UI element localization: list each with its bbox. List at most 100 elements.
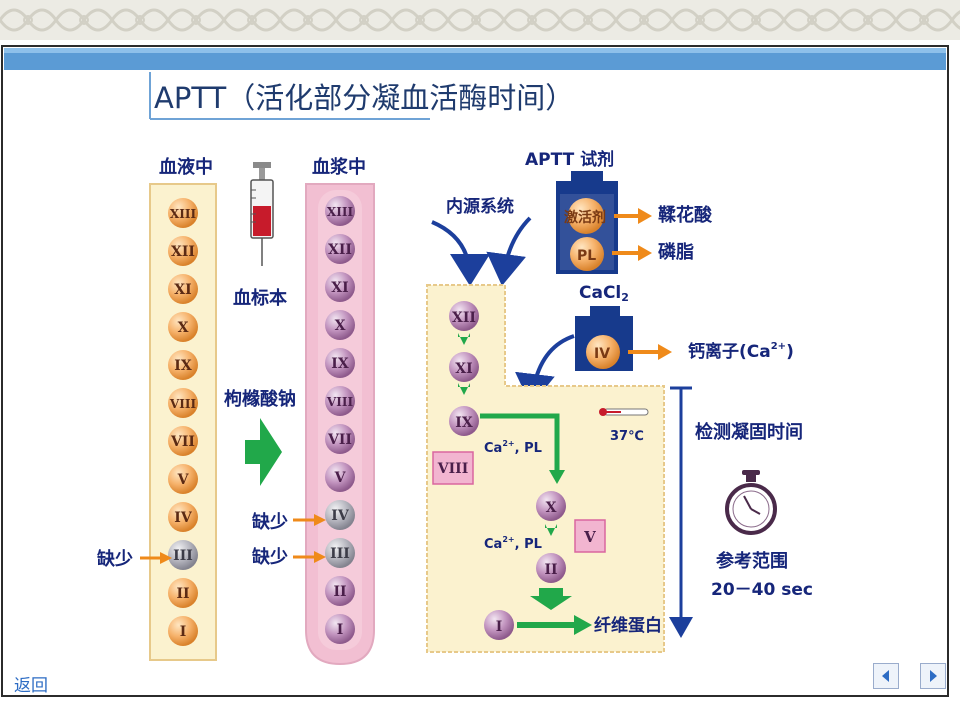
previous-arrow-icon — [882, 670, 889, 682]
activator-arrowhead — [638, 208, 652, 224]
plasma-factor-label: X — [335, 318, 346, 334]
blood-factor-ball — [168, 616, 198, 646]
blood-factor-ball — [168, 464, 198, 494]
header-bar — [4, 48, 946, 70]
blood-factor-ball — [168, 502, 198, 532]
ix-to-x-arrowhead — [549, 470, 565, 484]
factor-viii-box — [432, 451, 474, 485]
factor-xii-label: XII — [452, 310, 476, 326]
intrinsic-arrow-right — [486, 216, 532, 286]
plasma-column-header: 血浆中 — [312, 156, 366, 178]
blood-factor-ball — [168, 426, 198, 456]
plasma-factor-label: I — [337, 622, 344, 638]
plasma-deficient-arrowhead-1 — [314, 514, 326, 526]
iv-ball — [586, 335, 620, 369]
blood-factor-label: XI — [174, 282, 191, 298]
factor-ii-ball — [536, 553, 566, 583]
plasma-factor-ball — [325, 310, 355, 340]
stopwatch-icon — [725, 470, 777, 535]
thermometer-icon — [599, 408, 649, 416]
ii-to-i-arrow — [530, 588, 572, 610]
blood-factor-ball — [168, 236, 198, 266]
blood-factor-label: III — [173, 548, 193, 564]
blood-factor-ball — [168, 198, 198, 228]
plasma-factor-ball — [325, 234, 355, 264]
ellagic-acid-label: 鞣花酸 — [658, 204, 713, 226]
plasma-tube-inner — [318, 190, 362, 650]
process-arrow — [245, 418, 282, 486]
plasma-deficient-label-2: 缺少 — [251, 546, 288, 568]
previous-slide-button[interactable] — [873, 663, 899, 689]
ix-to-x-path — [480, 413, 560, 474]
anticoagulant-label: 枸橼酸钠 — [224, 388, 296, 410]
decorative-border — [0, 0, 960, 40]
plasma-factor-label: III — [330, 546, 350, 562]
blood-factor-ball — [168, 578, 198, 608]
factor-x-ball — [536, 491, 566, 521]
plasma-factor-label: II — [333, 584, 346, 600]
plasma-factor-label: V — [334, 470, 347, 486]
slide-title: APTT（活化部分凝血活酶时间） — [154, 81, 574, 115]
plasma-deficient-arrowhead-2 — [314, 551, 326, 563]
blood-factor-ball — [168, 350, 198, 380]
blood-factor-ball — [168, 540, 198, 570]
plasma-factor-label: XIII — [327, 205, 354, 219]
factor-i-label: I — [496, 619, 503, 635]
factor-xii-ball — [449, 301, 479, 331]
plasma-factor-ball — [325, 614, 355, 644]
factor-i-ball — [484, 610, 514, 640]
factor-ix-ball — [449, 406, 479, 436]
blood-factor-label: VII — [170, 434, 195, 450]
xi-to-ix-arrow — [458, 383, 470, 395]
iv-label: IV — [594, 346, 610, 362]
temperature-label: 37℃ — [610, 429, 644, 444]
ca-pl-label-1: Ca2+, PL — [484, 439, 542, 456]
pl-arrowhead — [638, 245, 652, 261]
plasma-factor-label: IX — [331, 356, 349, 372]
plasma-factor-ball — [325, 196, 355, 226]
blood-factor-ball — [168, 274, 198, 304]
plasma-deficient-label-1: 缺少 — [251, 511, 288, 533]
ca-pl-label-2: Ca2+, PL — [484, 535, 542, 552]
factor-v-box — [574, 519, 606, 553]
next-arrow-icon — [930, 670, 937, 682]
next-slide-button[interactable] — [920, 663, 946, 689]
plasma-factor-ball — [325, 424, 355, 454]
activator-ball — [568, 198, 604, 234]
i-to-fibrin-arrowhead — [574, 615, 592, 635]
blood-factor-label: V — [177, 472, 190, 488]
plasma-factor-ball — [325, 576, 355, 606]
reaction-panel — [426, 284, 665, 653]
phospholipid-label: 磷脂 — [658, 241, 694, 263]
blood-factor-label: XII — [171, 244, 195, 260]
factor-ii-label: II — [544, 562, 557, 578]
factor-ix-label: IX — [455, 415, 473, 431]
activator-label: 激活剂 — [564, 209, 606, 226]
aptt-reagent-title: APTT 试剂 — [525, 149, 614, 170]
plasma-factor-ball — [325, 386, 355, 416]
calcium-ion-label: 钙离子(Ca2+) — [688, 341, 794, 362]
back-link[interactable]: 返回 — [14, 676, 48, 696]
plasma-factor-ball — [325, 272, 355, 302]
plasma-factor-ball — [325, 462, 355, 492]
cacl2-label: CaCl2 — [579, 283, 629, 304]
blood-factor-label: XIII — [170, 207, 197, 221]
factor-x-label: X — [546, 500, 557, 516]
blood-factor-label: II — [176, 586, 189, 602]
blood-deficient-label: 缺少 — [96, 548, 133, 570]
factor-xi-label: XI — [455, 361, 472, 377]
blood-factor-ball — [168, 388, 198, 418]
plasma-factor-label: XII — [328, 242, 352, 258]
intrinsic-arrow-left — [431, 220, 490, 286]
plasma-factor-ball — [325, 500, 355, 530]
blood-deficient-arrowhead — [160, 552, 172, 564]
blood-column-header: 血液中 — [159, 156, 213, 178]
reference-range-value: 20－40 sec — [711, 580, 813, 600]
plasma-factor-ball — [325, 348, 355, 378]
plasma-factor-label: XI — [331, 280, 348, 296]
pl-label: PL — [577, 248, 596, 264]
syringe-icon — [250, 162, 274, 266]
x-to-ii-arrow — [545, 524, 557, 536]
blood-factor-label: IX — [174, 358, 192, 374]
